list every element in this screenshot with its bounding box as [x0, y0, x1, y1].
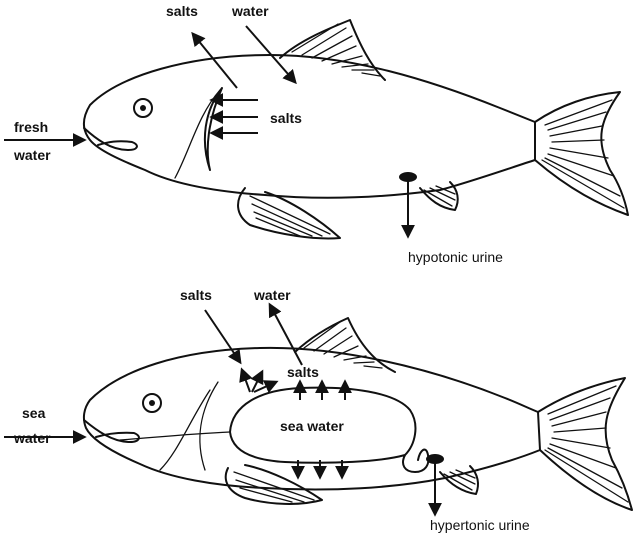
sw-pelvic-fin	[224, 464, 323, 505]
sw-body-outline	[82, 346, 541, 491]
fw-dorsal-rays	[291, 23, 381, 77]
fw-label-water-mouth: water	[13, 147, 51, 163]
fw-mouth	[83, 127, 138, 151]
sw-urinary-opening	[426, 454, 444, 464]
sw-arrow-gill-1	[239, 367, 253, 393]
fw-label-urine: hypotonic urine	[408, 249, 503, 265]
fw-dorsal-fin	[279, 19, 386, 81]
sw-anal-fin	[439, 465, 479, 495]
fw-urinary-opening	[399, 172, 417, 182]
sw-label-water-out: water	[253, 287, 291, 303]
sw-anal-rays	[443, 469, 476, 491]
seawater-fish: salts water salts sea water sea water hy…	[4, 287, 633, 533]
fw-eye	[133, 98, 153, 118]
fw-eye-pupil	[140, 105, 146, 111]
sw-arrow-water-out	[268, 302, 303, 366]
sw-label-salts-body: salts	[287, 364, 319, 380]
sw-dorsal-fin	[294, 317, 396, 373]
sw-arrow-gill-2	[250, 369, 264, 393]
sw-eye-pupil	[149, 400, 155, 406]
sw-gill-line	[199, 381, 219, 471]
fw-anal-rays	[423, 185, 456, 207]
sw-gill-line-2	[159, 389, 211, 471]
fw-label-fresh: fresh	[14, 119, 48, 135]
fw-tail	[534, 91, 629, 216]
sw-label-sea: sea	[22, 405, 46, 421]
sw-tail	[537, 377, 633, 511]
sw-dorsal-rays	[303, 321, 383, 369]
sw-pelvic-rays	[233, 471, 315, 503]
sw-label-water-mouth: water	[13, 430, 51, 446]
sw-eye	[142, 393, 162, 413]
freshwater-fish: salts water salts fresh water hypotonic …	[4, 3, 629, 265]
fw-pelvic-fin	[237, 187, 341, 240]
fw-anal-fin	[419, 181, 459, 211]
sw-arrow-salts-in	[204, 309, 242, 365]
sw-label-sea-water-gut: sea water	[280, 418, 344, 434]
sw-esophagus	[119, 431, 231, 441]
fw-body-outline	[83, 54, 536, 199]
sw-label-urine: hypertonic urine	[430, 517, 530, 533]
fw-arrow-salts-out	[191, 31, 238, 89]
sw-tail-rays	[544, 385, 629, 503]
fw-arrow-water-in	[245, 25, 297, 85]
sw-label-salts-in: salts	[180, 287, 212, 303]
fw-label-water-in: water	[231, 3, 269, 19]
fw-pelvic-rays	[249, 195, 331, 237]
fw-tail-rays	[541, 99, 625, 209]
fw-label-salts-out: salts	[166, 3, 198, 19]
fw-label-salts-gill: salts	[270, 110, 302, 126]
sw-arrow-gill-3	[253, 380, 279, 394]
